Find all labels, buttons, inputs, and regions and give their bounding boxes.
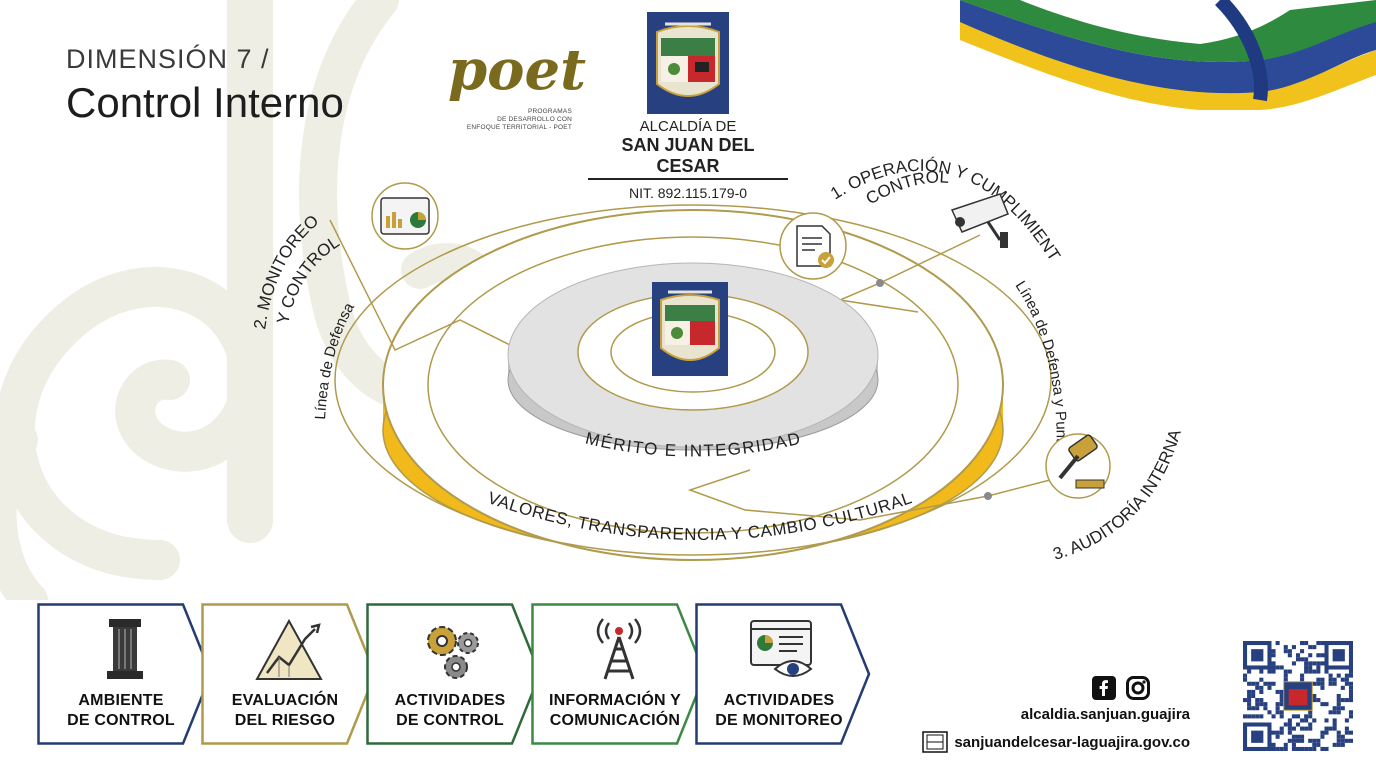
line2-defense-label: Línea de Defensa (312, 299, 358, 420)
monitoring-report-icon (371, 182, 439, 250)
social-icons (922, 676, 1150, 700)
dimension-label: DIMENSIÓN 7 / (66, 44, 270, 74)
alcaldia-block: ALCALDÍA DE SAN JUAN DEL CESAR NIT. 892.… (588, 12, 788, 201)
connector-dot-1 (876, 279, 884, 287)
connector-line-1 (837, 234, 981, 313)
gavel-icon (1045, 433, 1111, 499)
instagram-icon[interactable] (1126, 676, 1150, 700)
background-swirl-decoration (0, 0, 514, 600)
municipal-shield-logo (647, 12, 729, 114)
facebook-icon[interactable] (1092, 676, 1116, 700)
social-handle[interactable]: alcaldia.sanjuan.guajira (1020, 706, 1190, 723)
alcaldia-nit: NIT. 892.115.179-0 (628, 185, 748, 201)
alcaldia-name: SAN JUAN DEL CESAR (588, 135, 788, 180)
pillar-icon (37, 617, 213, 688)
gears-icon (366, 617, 542, 688)
line1-title: 1. OPERACIÓN Y CUMPLIMIENTO (0, 0, 1064, 264)
antenna-icon (531, 617, 707, 688)
connector-line-2 (329, 219, 541, 361)
website-row: sanjuandelcesar-laguajira.gov.co (922, 731, 1190, 753)
web-shield-icon (922, 731, 949, 753)
page-title: Control Interno (66, 79, 344, 126)
flag-ribbon-decoration (960, 0, 1376, 110)
risk-chart-icon (201, 617, 377, 688)
security-camera-icon (950, 193, 1009, 248)
poet-logo-subtitle: PROGRAMAS DE DESARROLLO CON ENFOQUE TERR… (466, 108, 572, 131)
document-check-icon (779, 212, 847, 280)
qr-code[interactable] (1243, 641, 1353, 751)
poet-logo: poet PROGRAMAS DE DESARROLLO CON ENFOQUE… (448, 37, 587, 134)
outer-halo-ring (334, 204, 1052, 556)
monitor-eye-icon (695, 617, 871, 688)
page-title-block: DIMENSIÓN 7 / Control Interno (66, 44, 344, 127)
poet-logo-word: poet (448, 37, 587, 103)
component-frame (531, 603, 707, 745)
middle-ring (427, 236, 959, 534)
alcaldia-line1: ALCALDÍA DE (639, 118, 737, 135)
connector-dot-3 (984, 492, 992, 500)
center-shield-logo (652, 282, 728, 376)
connector-line-3 (687, 469, 1051, 521)
control-interno-diagram: MÉRITO E INTEGRIDAD VALORES, TRANSPARENC… (0, 0, 1185, 564)
website-link[interactable]: sanjuandelcesar-laguajira.gov.co (954, 733, 1190, 751)
line1-defense-label: Línea de Defensa y Punto (1012, 278, 1070, 451)
social-block: alcaldia.sanjuan.guajira sanjuandelcesar… (922, 676, 1190, 753)
